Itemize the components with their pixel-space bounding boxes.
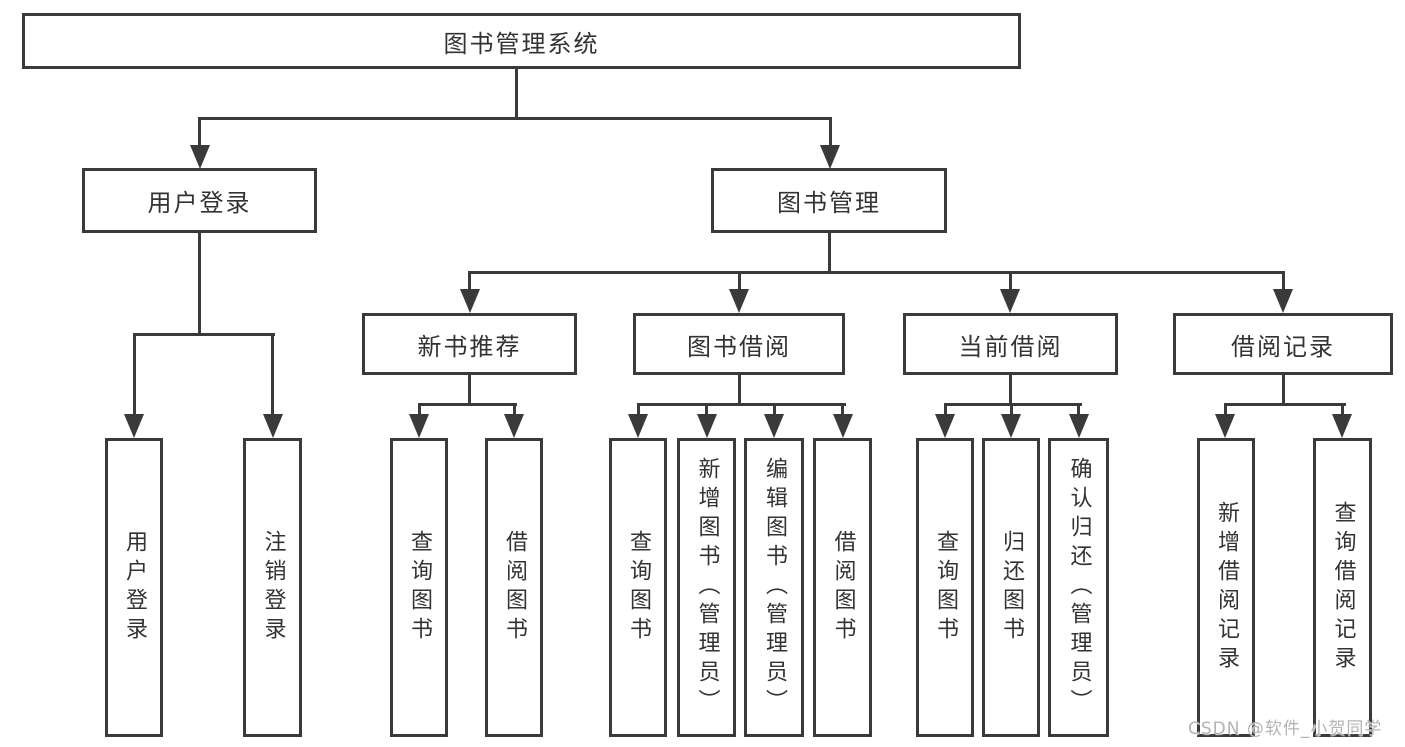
arrowhead-icon xyxy=(124,414,144,438)
connector-current-borrow-stem xyxy=(1008,374,1012,406)
leaf-add-borrow-record-label: 新增借阅记录 xyxy=(1214,500,1239,675)
arrowhead-icon xyxy=(764,414,784,438)
connector-leaf xyxy=(417,403,421,417)
arrowhead-icon xyxy=(832,414,853,438)
arrowhead-icon xyxy=(628,414,648,438)
connector-book-borrow-stem xyxy=(737,374,741,406)
connector-user-login-stem xyxy=(198,233,201,336)
leaf-query-books-1: 查询图书 xyxy=(390,438,448,737)
leaf-return-books-label: 归还图书 xyxy=(999,529,1024,646)
leaf-confirm-return-admin: 确认归还（管理员） xyxy=(1048,438,1109,737)
leaf-query-books-2-label: 查询图书 xyxy=(626,529,651,646)
leaf-query-books-3: 查询图书 xyxy=(916,438,974,737)
node-book-borrow-label: 图书借阅 xyxy=(687,332,791,361)
connector-leaf xyxy=(1077,403,1080,417)
leaf-add-borrow-record: 新增借阅记录 xyxy=(1197,438,1255,737)
leaf-query-borrow-record-label: 查询借阅记录 xyxy=(1330,500,1356,675)
arrowhead-icon xyxy=(409,414,429,438)
connector-new-book-stem xyxy=(468,374,471,406)
arrowhead-icon xyxy=(696,414,717,438)
leaf-return-books: 归还图书 xyxy=(982,438,1040,737)
leaf-query-books-2: 查询图书 xyxy=(609,438,667,737)
connector-leaf xyxy=(512,403,516,417)
connector-to-book-management xyxy=(828,117,832,148)
arrowhead-icon xyxy=(189,145,210,169)
connector-borrow-records-stem xyxy=(1281,374,1285,406)
connector-borrow-records-rail xyxy=(1223,403,1346,406)
leaf-query-borrow-record: 查询借阅记录 xyxy=(1313,438,1372,737)
leaf-edit-books-admin-label: 编辑图书（管理员） xyxy=(762,457,787,718)
node-current-borrow: 当前借阅 xyxy=(903,313,1118,375)
arrowhead-icon xyxy=(1068,414,1089,438)
node-book-management-label: 图书管理 xyxy=(777,189,881,217)
leaf-query-books-3-label: 查询图书 xyxy=(933,529,958,646)
connector-leaf xyxy=(772,403,776,417)
connector-level2-rail xyxy=(198,117,832,120)
arrowhead-icon xyxy=(262,414,283,438)
leaf-add-books-admin-label: 新增图书（管理员） xyxy=(694,457,720,718)
connector-book-borrow-rail xyxy=(636,403,846,406)
node-root: 图书管理系统 xyxy=(22,13,1021,69)
node-user-login-label: 用户登录 xyxy=(147,189,252,217)
leaf-borrow-books-1-label: 借阅图书 xyxy=(502,529,527,646)
connector-leaf xyxy=(943,403,947,417)
connector-root-stem xyxy=(515,69,518,119)
connector-to-user-login xyxy=(198,117,201,148)
connector-to-leaf-login xyxy=(132,333,136,416)
node-new-book-recommend: 新书推荐 xyxy=(362,313,577,375)
arrowhead-icon xyxy=(935,414,955,438)
connector-to-leaf-logout xyxy=(271,333,274,416)
node-book-management: 图书管理 xyxy=(711,168,947,233)
node-current-borrow-label: 当前借阅 xyxy=(958,332,1063,361)
leaf-borrow-books-2-label: 借阅图书 xyxy=(830,529,856,646)
connector-leaf xyxy=(1009,403,1013,417)
arrowhead-icon xyxy=(1215,414,1235,438)
leaf-user-login-label: 用户登录 xyxy=(122,529,147,646)
arrowhead-icon xyxy=(504,414,524,438)
connector-current-borrow-rail xyxy=(943,403,1082,406)
node-borrow-records: 借阅记录 xyxy=(1173,313,1393,375)
arrowhead-icon xyxy=(729,289,749,313)
connector-leaf xyxy=(1223,403,1227,417)
leaf-add-books-admin: 新增图书（管理员） xyxy=(677,438,736,737)
leaf-borrow-books-1: 借阅图书 xyxy=(485,438,543,737)
arrowhead-icon xyxy=(459,289,480,313)
node-user-login: 用户登录 xyxy=(82,168,317,233)
connector-level3-rail xyxy=(468,271,1285,274)
arrowhead-icon xyxy=(1332,414,1352,438)
node-book-borrow: 图书借阅 xyxy=(633,313,845,375)
connector-leaf xyxy=(1340,403,1344,417)
node-new-book-recommend-label: 新书推荐 xyxy=(417,332,522,361)
connector-book-management-stem xyxy=(827,233,831,274)
arrowhead-icon xyxy=(1000,289,1020,313)
leaf-borrow-books-2: 借阅图书 xyxy=(813,438,872,737)
leaf-edit-books-admin: 编辑图书（管理员） xyxy=(744,438,804,737)
connector-user-login-rail xyxy=(132,333,275,336)
node-root-label: 图书管理系统 xyxy=(443,29,600,58)
leaf-logout: 注销登录 xyxy=(243,438,302,737)
csdn-watermark: CSDN @软件_小贺同学 xyxy=(1188,719,1383,739)
connector-leaf xyxy=(841,403,844,417)
arrowhead-icon xyxy=(820,145,840,169)
connector-to-current-borrow xyxy=(1008,271,1012,292)
arrowhead-icon xyxy=(1273,289,1293,313)
connector-new-book-rail xyxy=(417,403,517,406)
leaf-logout-label: 注销登录 xyxy=(260,529,286,646)
connector-to-borrow-records xyxy=(1281,271,1285,292)
leaf-user-login: 用户登录 xyxy=(105,438,163,737)
connector-leaf xyxy=(636,403,640,417)
arrowhead-icon xyxy=(1001,414,1021,438)
connector-to-book-borrow xyxy=(737,271,741,292)
leaf-confirm-return-admin-label: 确认归还（管理员） xyxy=(1066,457,1092,718)
connector-leaf xyxy=(705,403,708,417)
node-borrow-records-label: 借阅记录 xyxy=(1231,332,1335,361)
connector-to-new-book xyxy=(468,271,471,292)
leaf-query-books-1-label: 查询图书 xyxy=(407,529,432,646)
